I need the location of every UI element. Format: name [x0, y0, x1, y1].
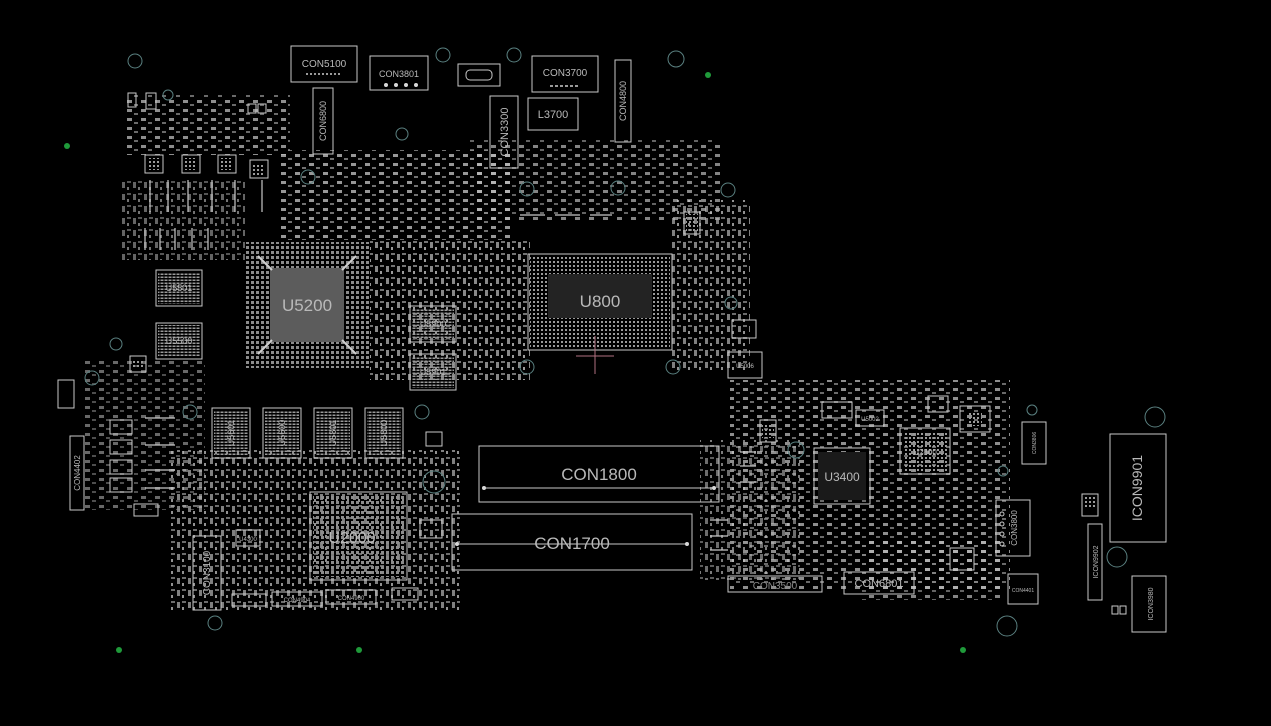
chip-u5901-label: U5901 — [420, 367, 447, 377]
chip-u5800[interactable]: U5800 — [364, 407, 404, 459]
connector-con6801[interactable]: CON6801 — [843, 571, 915, 595]
connector-icon9901-label: ICON9901 — [1129, 455, 1145, 521]
chip-u5006[interactable]: U5006 — [727, 351, 763, 379]
connector-icon3980-label: ICON3980 — [1148, 587, 1155, 620]
chip-u5500-label: U5500 — [166, 336, 193, 346]
connector-con4904-label: CON4904 — [284, 598, 311, 604]
chip-u2800[interactable]: U2800 — [899, 427, 951, 475]
chip-u4300[interactable]: U4300 — [235, 529, 261, 547]
chip-u5900-label: U5900 — [420, 319, 447, 329]
chip-u5601[interactable]: U5601 — [211, 407, 251, 459]
connector-icon9901[interactable]: ICON9901 — [1109, 433, 1167, 543]
connector-usbc-top[interactable] — [457, 63, 501, 87]
inductor-l3700[interactable]: L3700 — [527, 97, 579, 131]
connector-con3801[interactable]: CON3801 — [369, 55, 429, 91]
crosshair-cursor — [576, 336, 614, 374]
chip-u3400-label: U3400 — [824, 470, 860, 484]
connector-con4402-label: CON4402 — [73, 455, 82, 491]
connector-con5100[interactable]: CON5100 — [290, 45, 358, 83]
connector-con6800-label: CON6800 — [318, 101, 328, 141]
fiducials — [64, 72, 966, 653]
chip-u5500[interactable]: U5500 — [155, 322, 203, 360]
connector-con4904[interactable]: CON4904 — [271, 591, 323, 607]
connector-con3500-label: CON3500 — [753, 581, 798, 592]
chip-u5600-label: U5600 — [277, 420, 287, 447]
chip-u5900[interactable]: U5900 — [409, 305, 457, 343]
connector-con3700-label: CON3700 — [543, 68, 588, 79]
smd-component-fields — [85, 95, 1010, 610]
connector-con6801-label: CON6801 — [855, 578, 904, 590]
chip-u5901[interactable]: U5901 — [409, 353, 457, 391]
connector-con3806-label: CON3806 — [1032, 432, 1038, 454]
connector-con1700[interactable]: CON1700 — [451, 513, 693, 571]
chip-u5200-label: U5200 — [282, 296, 332, 315]
connector-con1800-label: CON1800 — [561, 465, 637, 484]
connector-con1700-label: CON1700 — [534, 534, 610, 553]
connector-con4800-label: CON4800 — [618, 81, 628, 121]
connector-con3500[interactable]: CON3500 — [727, 575, 823, 593]
chip-u2000-label: U2000 — [328, 530, 375, 547]
connector-con5100-label: CON5100 — [302, 59, 347, 70]
chip-u5800-label: U5800 — [379, 420, 389, 447]
connector-con3100[interactable]: CON3100 — [192, 535, 222, 611]
connector-con3300[interactable]: CON3300 — [489, 95, 519, 169]
connector-icon9902[interactable]: ICON9902 — [1087, 523, 1103, 601]
chip-u5600[interactable]: U5600 — [262, 407, 302, 459]
passive-stripes-left — [144, 180, 756, 551]
small-ic-left — [57, 92, 269, 493]
chip-u5801-label: U5801 — [328, 420, 338, 447]
connector-con1800[interactable]: CON1800 — [478, 445, 720, 503]
chip-u5006-label: U5006 — [736, 364, 754, 370]
chip-u5501[interactable]: U5501 — [155, 269, 203, 307]
connector-con4401-label: CON4401 — [1012, 588, 1034, 594]
connector-con4900-label: CON4900 — [338, 596, 365, 602]
chip-u5200[interactable]: U5200 — [244, 242, 370, 368]
chip-u5501-label: U5501 — [166, 283, 193, 293]
connector-con4800[interactable]: CON4800 — [614, 59, 632, 143]
chip-u5801[interactable]: U5801 — [313, 407, 353, 459]
connector-con6800[interactable]: CON6800 — [312, 87, 334, 155]
connector-con3800[interactable]: CON3800 — [995, 499, 1031, 557]
chip-u800[interactable]: U800 — [527, 253, 673, 351]
small-ic-right — [129, 211, 1127, 615]
connector-con4401[interactable]: CON4401 — [1007, 573, 1039, 605]
connector-con3300-label: CON3300 — [499, 108, 511, 157]
connector-con3801-label: CON3801 — [379, 69, 419, 79]
chip-u800-label: U800 — [580, 292, 621, 311]
connector-con3800-label: CON3800 — [1010, 510, 1019, 546]
connector-icon3980[interactable]: ICON3980 — [1131, 575, 1167, 633]
connector-con3806[interactable]: CON3806 — [1021, 421, 1047, 465]
mounting-holes — [84, 47, 1166, 637]
chip-u3400[interactable]: U3400 — [813, 447, 871, 505]
chip-u5002-label: U5002 — [861, 417, 879, 423]
connector-con3700[interactable]: CON3700 — [531, 55, 599, 93]
chip-u5601-label: U5601 — [226, 420, 236, 447]
chip-u2800-label: U2800 — [913, 448, 937, 457]
connector-con4402[interactable]: CON4402 — [69, 435, 85, 511]
chip-u2000[interactable]: U2000 — [309, 491, 408, 581]
connector-con3100-label: CON3100 — [202, 550, 213, 595]
chip-u4300-label: U4300 — [239, 537, 257, 543]
inductor-l3700-label: L3700 — [538, 109, 569, 121]
chip-u5002[interactable]: U5002 — [855, 409, 885, 427]
connector-con4900[interactable]: CON4900 — [325, 589, 377, 605]
connector-icon9902-label: ICON9902 — [1093, 545, 1100, 578]
